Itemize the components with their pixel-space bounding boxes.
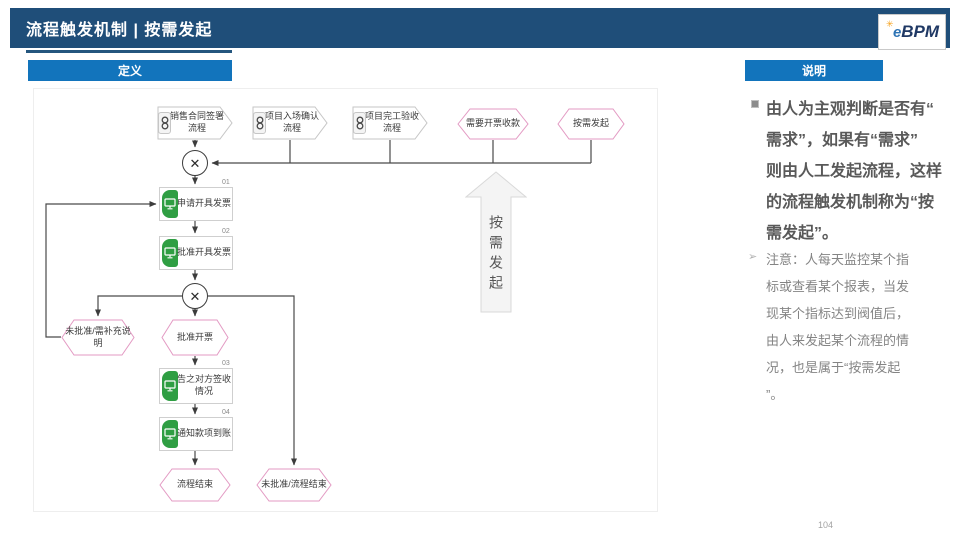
node-notify-payment: 通知款项到账	[159, 417, 233, 451]
explanation-main-text: 由人为主观判断是否有“ 需求”，如果有“需求” 则由人工发起流程，这样 的流程触…	[766, 101, 943, 242]
node-need-invoice-trigger: 需要开票收款	[457, 108, 529, 140]
node-label: 项目入场确认 流程	[264, 111, 319, 133]
explanation-note-text: 注意：人每天监控某个指 标或查看某个报表，当发 现某个指标达到阀值后， 由人来发…	[766, 252, 910, 402]
node-label: 销售合同签署 流程	[169, 111, 224, 133]
task-screen-icon	[162, 420, 178, 448]
task-screen-icon	[162, 239, 178, 267]
explanation-section-label: 说明	[745, 60, 883, 81]
node-label: 未批准/流程结束	[261, 479, 327, 490]
connector-lines	[45, 140, 592, 466]
link-icon	[158, 112, 171, 134]
node-inform-signoff: 告之对方签收 情况	[159, 368, 233, 404]
link-icon	[253, 112, 266, 134]
title-bar: 流程触发机制 | 按需发起	[10, 8, 950, 48]
flowchart-panel: 按需发起 销售合同签署 流程 项目入场确认 流程 项目完工验收 流程	[33, 88, 658, 512]
node-approve-invoicing: 批准开票	[161, 319, 229, 356]
node-project-completion-process: 项目完工验收 流程	[352, 106, 428, 140]
node-label: 告之对方签收 情况	[176, 374, 231, 396]
task-number: 02	[222, 228, 230, 235]
node-label: 批准开具发票	[176, 247, 231, 258]
link-icon	[353, 112, 366, 134]
node-process-end: 流程结束	[159, 468, 231, 502]
logo-bpm: BPM	[901, 22, 940, 41]
gateway-merge-top: ✕	[182, 150, 208, 176]
node-approve-invoice: 批准开具发票	[159, 236, 233, 270]
node-not-approved-process-end: 未批准/流程结束	[256, 468, 332, 502]
title-underline	[26, 50, 232, 53]
node-sales-contract-process: 销售合同签署 流程	[157, 106, 233, 140]
bullet-arrow-icon: ➢	[748, 251, 758, 263]
task-screen-icon	[162, 190, 178, 218]
node-apply-invoice: 申请开具发票	[159, 187, 233, 221]
node-label: 通知款项到账	[176, 428, 231, 439]
node-label: 申请开具发票	[176, 198, 231, 209]
x-gateway-icon: ✕	[189, 155, 201, 171]
gateway-decision: ✕	[182, 283, 208, 309]
bullet-square-icon	[751, 100, 759, 108]
node-on-demand-trigger: 按需发起	[557, 108, 625, 140]
node-label: 批准开票	[176, 331, 213, 342]
node-label: 按需发起	[572, 118, 609, 129]
node-not-approved-supplement: 未批准/需补充说 明	[61, 319, 135, 356]
on-demand-up-arrow	[465, 171, 527, 313]
definition-section-label: 定义	[28, 60, 232, 81]
node-label: 未批准/需补充说 明	[65, 325, 131, 348]
node-label: 流程结束	[176, 479, 213, 490]
task-number: 03	[222, 360, 230, 367]
on-demand-arrow-label: 按需发起	[488, 215, 504, 295]
node-label: 项目完工验收 流程	[364, 111, 419, 133]
logo-spark-icon: ✳	[886, 19, 894, 29]
node-project-entry-process: 项目入场确认 流程	[252, 106, 328, 140]
task-screen-icon	[162, 371, 178, 401]
task-number: 01	[222, 179, 230, 186]
task-number: 04	[222, 409, 230, 416]
page-title: 流程触发机制 | 按需发起	[26, 22, 213, 39]
node-label: 需要开票收款	[465, 118, 520, 129]
page-number: 104	[818, 520, 834, 530]
logo-e: e	[892, 23, 902, 41]
x-gateway-icon: ✕	[189, 288, 201, 304]
